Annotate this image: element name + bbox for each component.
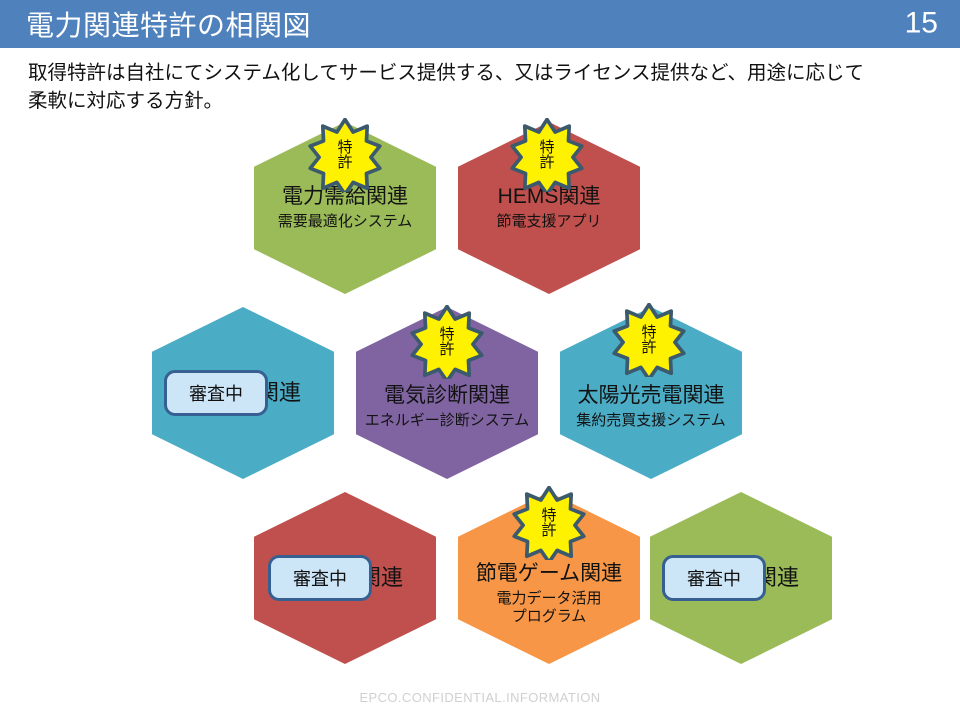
- hex-cell-electric-diagnosis[interactable]: 電気診断関連 エネルギー診断システム 特 許: [356, 305, 538, 479]
- patent-star-icon: 特 許: [612, 303, 686, 377]
- slide-title-bar: 電力関連特許の相関図 15: [0, 0, 960, 48]
- patent-star-icon: 特 許: [308, 118, 382, 192]
- slide-number: 15: [904, 6, 938, 40]
- patent-star-icon: 特 許: [410, 305, 484, 379]
- hex-subtitle: 集約売買支援システム: [576, 412, 726, 430]
- lead-paragraph: 取得特許は自社にてシステム化してサービス提供する、又はライセンス提供など、用途に…: [28, 62, 864, 112]
- status-badge-under-review[interactable]: 審査中: [268, 555, 372, 601]
- hex-title: 節電ゲーム関連: [475, 562, 623, 586]
- status-badge-label: 審査中: [687, 569, 741, 589]
- hex-content: 電力需給関連 需要最適化システム: [254, 122, 436, 294]
- hex-subtitle: 電力データ活用 プログラム: [496, 590, 602, 626]
- confidentiality-footer: EPCO.CONFIDENTIAL.INFORMATION: [359, 690, 601, 705]
- hex-title: 電気診断関連: [384, 384, 510, 408]
- hex-cell-hems[interactable]: HEMS関連 節電支援アプリ 特 許: [458, 118, 640, 294]
- hex-cell-green-review-bottom[interactable]: 関連 審査中: [650, 492, 832, 664]
- status-badge-label: 審査中: [293, 569, 347, 589]
- hex-cell-teal-review-left[interactable]: 関連 審査中: [152, 307, 334, 479]
- patent-star-icon: 特 許: [510, 118, 584, 192]
- hex-cell-red-review-bottom[interactable]: 関連 審査中: [254, 492, 436, 664]
- hex-content: 電気診断関連 エネルギー診断システム: [356, 321, 538, 493]
- hex-content: HEMS関連 節電支援アプリ: [458, 122, 640, 294]
- status-badge-under-review[interactable]: 審査中: [164, 370, 268, 416]
- hex-subtitle: 節電支援アプリ: [496, 213, 602, 231]
- hex-subtitle: エネルギー診断システム: [364, 412, 530, 430]
- hex-content: 太陽光売電関連 集約売買支援システム: [560, 321, 742, 493]
- hex-content: 節電ゲーム関連 電力データ活用 プログラム: [458, 508, 640, 680]
- status-badge-label: 審査中: [189, 384, 243, 404]
- hex-subtitle: 需要最適化システム: [277, 213, 413, 231]
- hex-title: 電力需給関連: [282, 185, 408, 209]
- hex-cell-solar-power-sale[interactable]: 太陽光売電関連 集約売買支援システム 特 許: [560, 303, 742, 479]
- status-badge-under-review[interactable]: 審査中: [662, 555, 766, 601]
- hex-cell-power-saving-game[interactable]: 節電ゲーム関連 電力データ活用 プログラム 特 許: [458, 486, 640, 664]
- hex-cell-power-supply-demand[interactable]: 電力需給関連 需要最適化システム 特 許: [254, 118, 436, 294]
- hex-title: 太陽光売電関連: [577, 384, 725, 408]
- hex-title: HEMS関連: [497, 185, 601, 209]
- page-title: 電力関連特許の相関図: [26, 10, 312, 41]
- patent-star-icon: 特 許: [512, 486, 586, 560]
